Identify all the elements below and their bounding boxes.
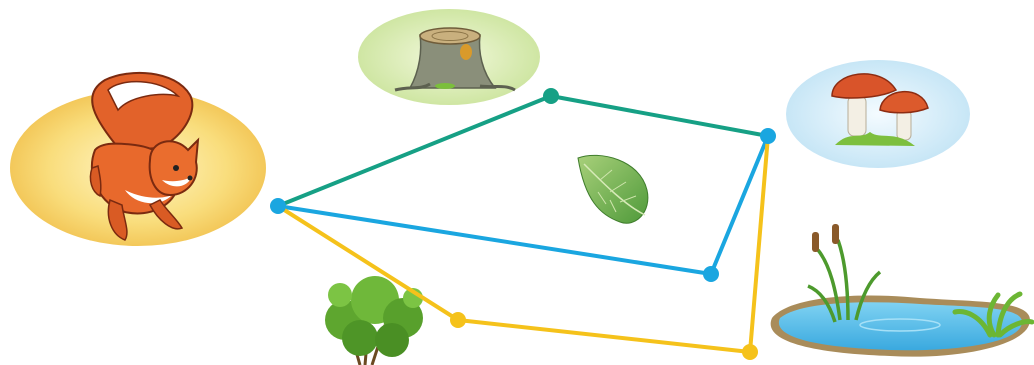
node-yellow-mid-1 bbox=[450, 312, 466, 328]
fox-icon bbox=[10, 73, 266, 246]
edge-yellow-2 bbox=[458, 320, 750, 352]
edge-green-2 bbox=[551, 96, 768, 136]
node-start bbox=[270, 198, 286, 214]
edge-blue-1 bbox=[278, 206, 711, 274]
edge-green-1 bbox=[278, 96, 551, 206]
node-blue-mid bbox=[703, 266, 719, 282]
node-yellow-mid-2 bbox=[742, 344, 758, 360]
route-green bbox=[278, 96, 768, 206]
pond-icon bbox=[771, 224, 1032, 357]
tree-stump-icon bbox=[358, 9, 540, 105]
node-green-mid bbox=[543, 88, 559, 104]
node-end bbox=[760, 128, 776, 144]
mushrooms-icon bbox=[786, 60, 970, 168]
leaf-icon bbox=[578, 155, 648, 223]
